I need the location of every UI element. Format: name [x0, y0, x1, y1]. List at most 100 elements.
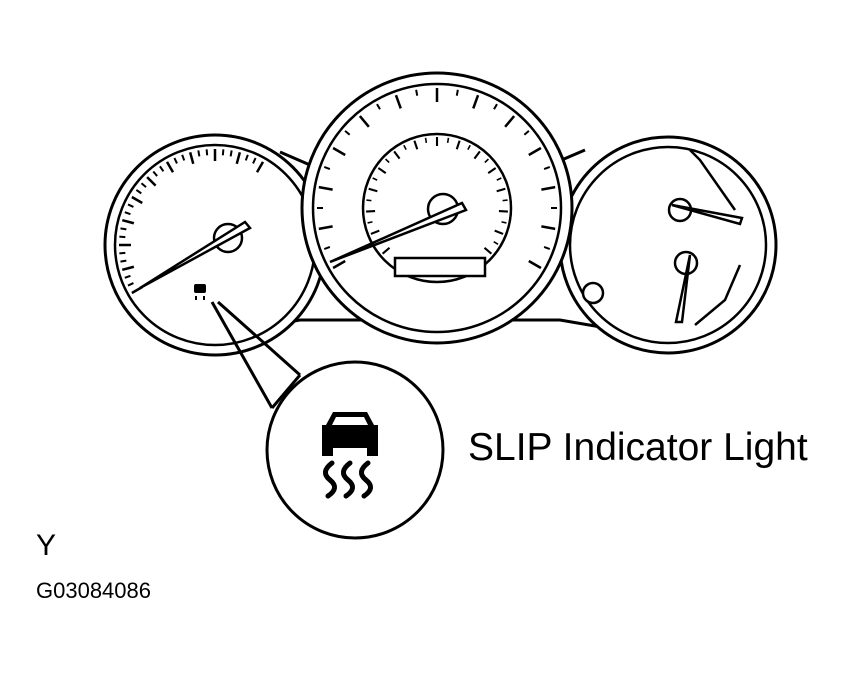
dial-tick — [501, 221, 507, 224]
dial-tick — [483, 247, 493, 255]
dial-tick — [197, 150, 201, 157]
dial-tick — [332, 259, 346, 270]
dial-tick — [124, 274, 131, 279]
dial-tick — [323, 246, 331, 250]
dial-tick — [467, 144, 471, 151]
dial-tick — [370, 229, 380, 235]
cluster-housing-top-left — [279, 150, 311, 167]
center-gauge-needle — [329, 201, 468, 264]
dial-tick — [394, 94, 402, 109]
dial-tick — [323, 166, 331, 170]
callout-connector — [210, 300, 301, 409]
dial-tick — [496, 187, 506, 193]
left-gauge — [103, 133, 327, 357]
center-gauge-outer-ticks — [317, 88, 557, 270]
dial-tick — [366, 199, 372, 202]
dial-tick — [368, 187, 378, 193]
dial-tick — [502, 199, 508, 202]
dial-tick — [472, 94, 480, 109]
dial-tick — [173, 157, 178, 164]
dial-tick — [121, 265, 135, 272]
dial-tick — [528, 146, 542, 157]
dial-tick — [424, 137, 428, 143]
dial-tick — [127, 203, 134, 208]
dial-tick — [496, 177, 502, 181]
dial-tick — [541, 185, 556, 191]
left-gauge-ticks — [119, 149, 265, 295]
dial-tick — [455, 140, 461, 150]
figure-id: G03084086 — [36, 578, 151, 603]
callout-magnifier — [265, 360, 445, 540]
callout-circle — [265, 360, 445, 540]
dial-tick — [119, 235, 126, 239]
dial-tick — [127, 282, 134, 287]
dial-tick — [124, 211, 131, 216]
dial-tick — [543, 166, 551, 170]
dial-tick — [543, 246, 551, 250]
dial-tick — [344, 130, 351, 136]
dial-tick — [494, 229, 504, 235]
dial-tick — [146, 176, 157, 187]
dial-tick — [188, 151, 195, 165]
dial-tick — [393, 150, 401, 160]
dial-tick — [376, 103, 381, 110]
center-gauge-inner-ticks — [366, 137, 508, 255]
dial-tick — [504, 115, 516, 128]
left-gauge-needle — [139, 220, 252, 290]
dial-tick — [318, 185, 333, 191]
right-gauge — [558, 135, 778, 355]
dial-tick — [221, 149, 225, 156]
dial-tick — [372, 177, 378, 181]
dial-tick — [415, 89, 419, 96]
right-gauge-warning-lamp — [581, 281, 605, 305]
slip-indicator-icon — [322, 412, 378, 499]
right-gauge-lower-needle — [674, 254, 692, 324]
dial-tick — [381, 247, 391, 255]
dial-tick — [332, 146, 346, 157]
dial-tick — [455, 89, 459, 96]
dial-tick — [358, 115, 370, 128]
odometer-display — [393, 256, 487, 278]
dial-tick — [205, 149, 209, 156]
dial-tick — [181, 154, 186, 161]
dial-tick — [152, 170, 158, 177]
dial-tick — [528, 259, 542, 270]
dial-tick — [385, 158, 390, 164]
dial-tick — [446, 137, 450, 143]
right-gauge-upper-needle — [671, 203, 744, 226]
slip-indicator-small-icon — [194, 284, 206, 300]
callout-connector-join — [270, 374, 302, 409]
dial-tick — [135, 189, 142, 195]
dial-tick — [119, 251, 126, 255]
dial-tick — [413, 140, 419, 150]
right-gauge-upper-scale — [689, 149, 737, 211]
dial-tick — [367, 221, 373, 224]
right-gauge-lower-scale — [694, 264, 742, 326]
dial-tick — [120, 227, 127, 231]
dial-tick — [403, 144, 407, 151]
figure-code: Y — [36, 529, 56, 562]
dial-tick — [252, 157, 257, 164]
dial-tick — [159, 165, 165, 172]
dial-tick — [473, 150, 481, 160]
right-gauge-inner-ring — [568, 145, 768, 345]
dial-tick — [523, 130, 530, 136]
dial-tick — [244, 154, 249, 161]
dial-tick — [493, 241, 499, 245]
dial-tick — [487, 167, 497, 174]
dial-tick — [131, 195, 143, 205]
dial-tick — [165, 161, 175, 173]
dial-tick — [255, 161, 265, 173]
dial-tick — [120, 259, 127, 263]
dial-tick — [377, 167, 387, 174]
dial-tick — [121, 218, 135, 225]
center-gauge — [300, 71, 574, 345]
dial-tick — [235, 151, 242, 165]
dial-tick — [484, 158, 489, 164]
callout-label: SLIP Indicator Light — [468, 426, 808, 469]
dial-tick — [541, 225, 556, 231]
dial-tick — [318, 225, 333, 231]
dial-tick — [229, 150, 233, 157]
dial-tick — [140, 182, 147, 188]
